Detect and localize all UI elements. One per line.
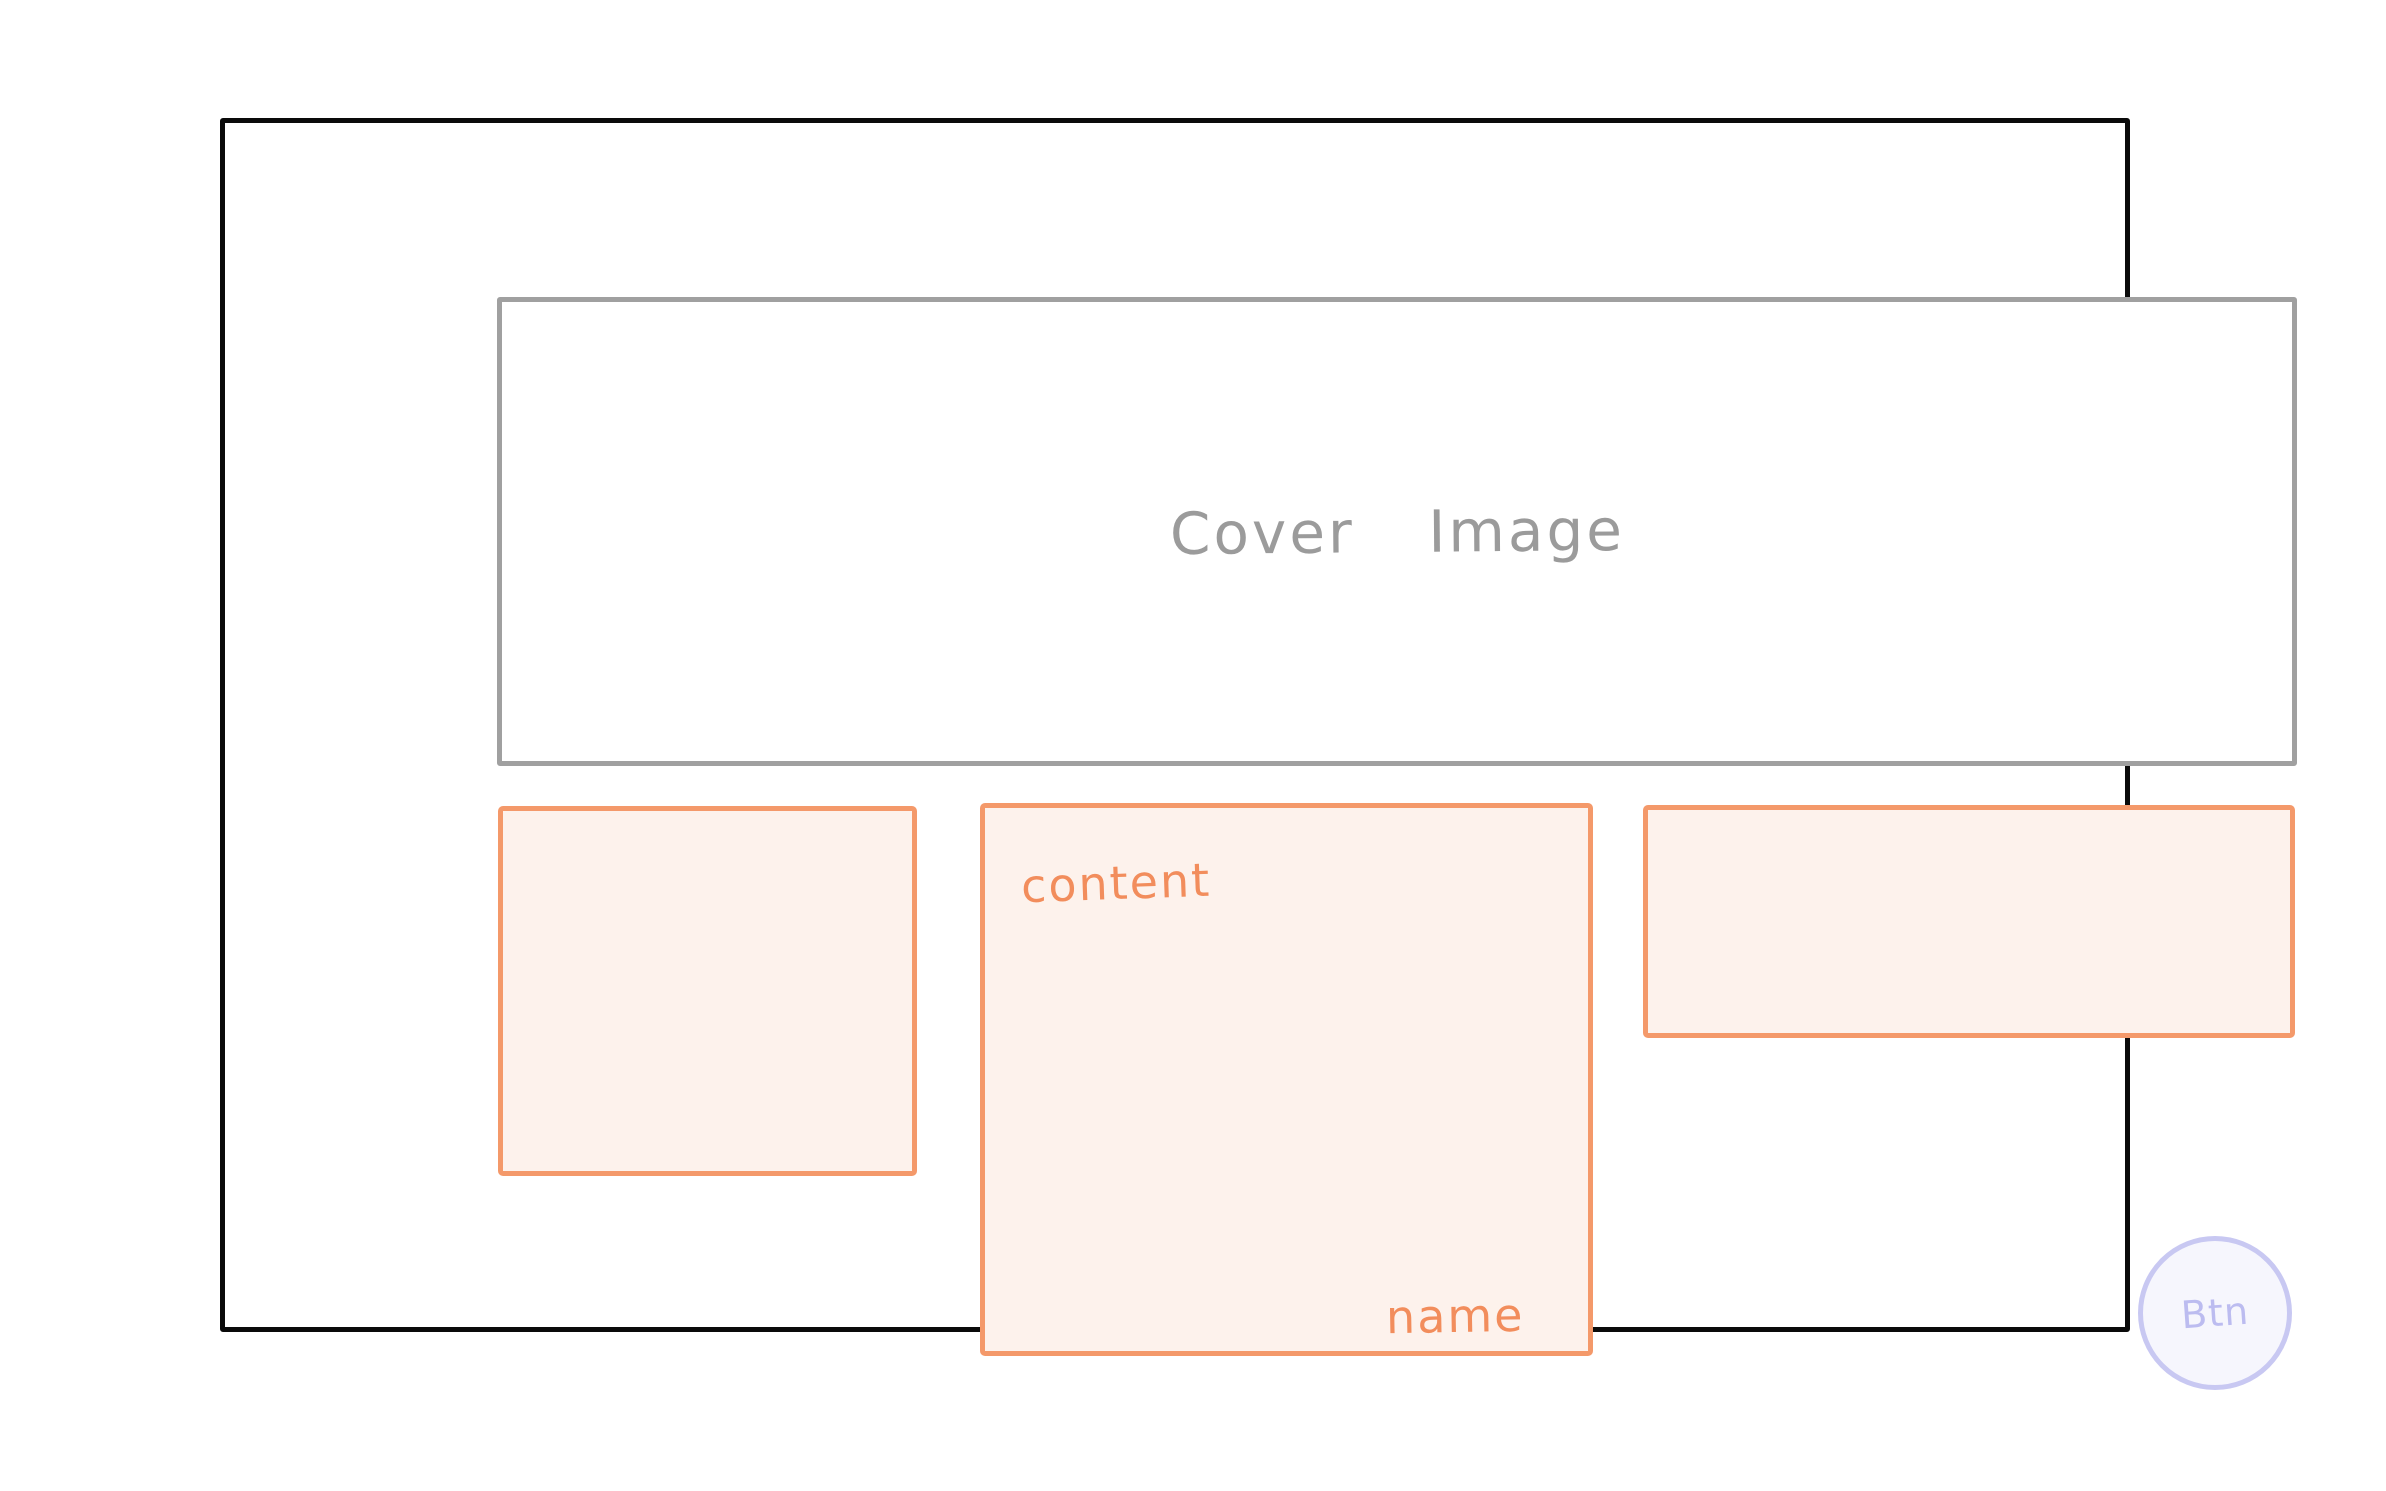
btn-circle-button[interactable]: Btn	[2138, 1236, 2292, 1390]
content-label: content	[1020, 852, 1213, 914]
right-placeholder-box	[1643, 805, 2295, 1038]
cover-image-label: Cover Image	[1169, 495, 1625, 568]
left-placeholder-box	[498, 806, 917, 1176]
page-frame: Cover Image content name Btn	[220, 118, 2297, 1390]
content-placeholder-box: content name	[980, 803, 1593, 1356]
btn-button-label: Btn	[2179, 1288, 2251, 1338]
name-label: name	[1385, 1287, 1525, 1345]
cover-image-placeholder: Cover Image	[497, 297, 2297, 766]
